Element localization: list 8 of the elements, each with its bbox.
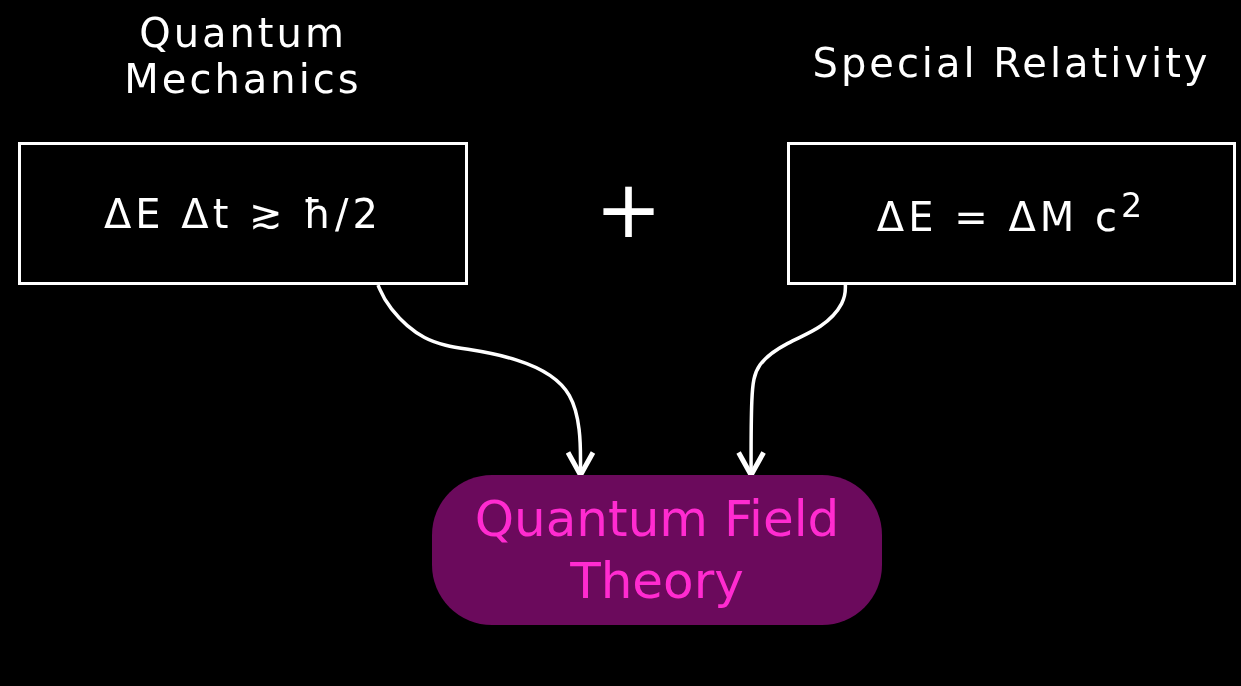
heading-text: Special Relativity [811, 40, 1212, 86]
heading-text: Quantum Mechanics [123, 10, 363, 102]
formula-text: ΔE = ΔM c$^{2}$ [876, 186, 1147, 241]
curved-arrow [736, 285, 848, 478]
curved-arrow [376, 284, 596, 478]
formula-text: ΔE Δt ≳ ħ/2 [103, 190, 383, 237]
highlighted-title: Quantum Field Theory [432, 475, 882, 625]
plus-sign: + [595, 170, 663, 250]
